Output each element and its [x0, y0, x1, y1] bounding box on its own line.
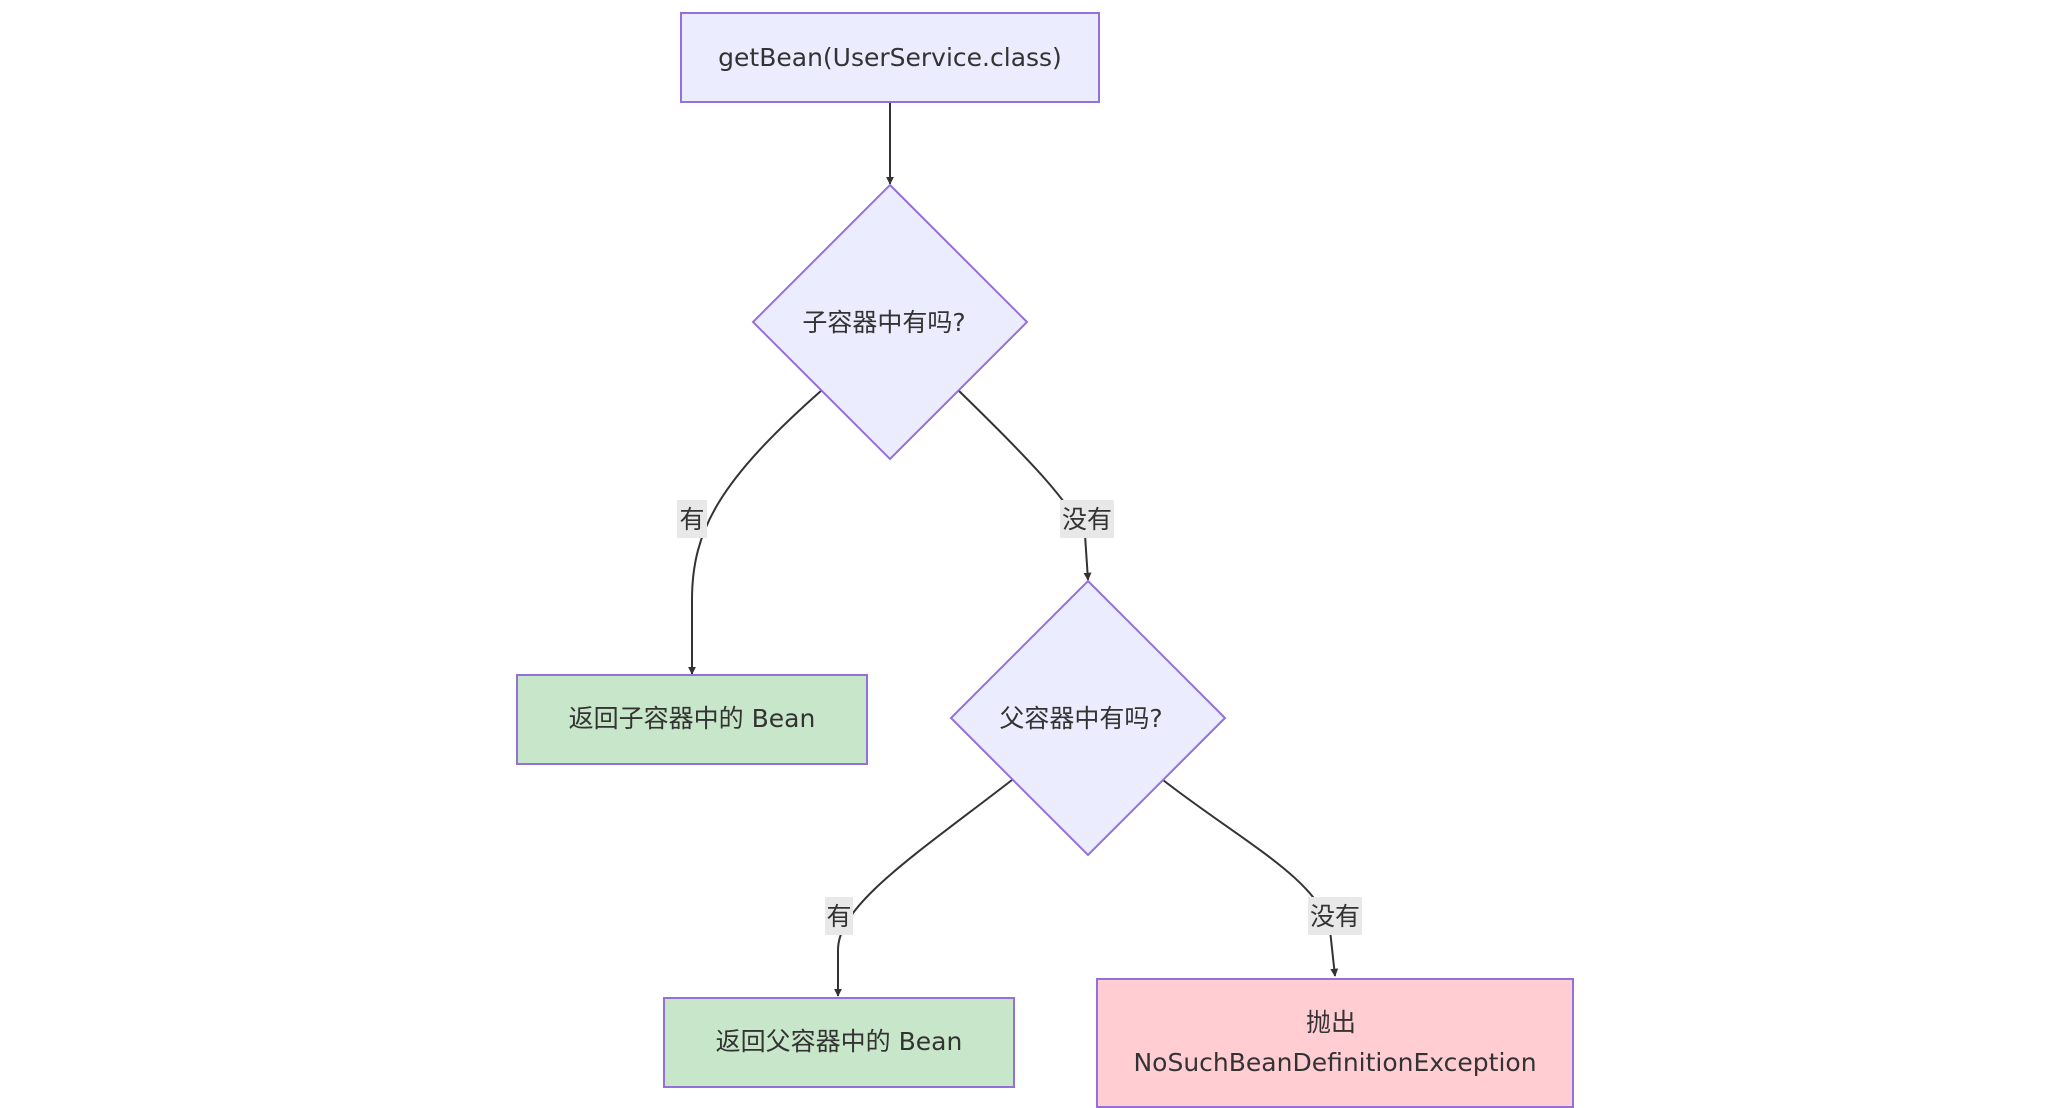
node-start-label: getBean(UserService.class)	[718, 43, 1062, 72]
node-start: getBean(UserService.class)	[680, 12, 1100, 103]
node-return-parent-label: 返回父容器中的 Bean	[716, 1027, 963, 1056]
edge-label-parent-yes-text: 有	[826, 902, 851, 931]
node-return-child-label: 返回子容器中的 Bean	[569, 704, 816, 733]
edge-label-child-no-text: 没有	[1062, 505, 1112, 534]
edge-label-parent-yes: 有	[825, 897, 853, 935]
edge-child-yes	[688, 389, 823, 675]
edge-parent-yes	[834, 779, 1013, 997]
node-throw-exception-line2: NoSuchBeanDefinitionException	[1133, 1048, 1536, 1077]
edge-label-child-no: 没有	[1060, 500, 1114, 538]
node-throw-exception-line1: 抛出	[1306, 1008, 1356, 1037]
node-child-check-label: 子容器中有吗?	[802, 308, 965, 337]
edge-label-child-yes: 有	[677, 500, 707, 538]
node-parent-check-label: 父容器中有吗?	[999, 704, 1162, 733]
edges	[688, 102, 1339, 997]
node-parent-check: 父容器中有吗?	[949, 579, 1227, 857]
edge-child-no	[957, 389, 1092, 581]
edge-label-parent-no-text: 没有	[1310, 902, 1360, 931]
node-return-parent: 返回父容器中的 Bean	[663, 997, 1015, 1088]
node-child-check: 子容器中有吗?	[751, 183, 1029, 461]
edge-label-child-yes-text: 有	[679, 505, 704, 534]
node-return-child: 返回子容器中的 Bean	[516, 674, 868, 765]
edge-parent-no	[1162, 779, 1339, 977]
edge-label-parent-no: 没有	[1308, 897, 1362, 935]
node-throw-exception: 抛出 NoSuchBeanDefinitionException	[1096, 978, 1574, 1108]
